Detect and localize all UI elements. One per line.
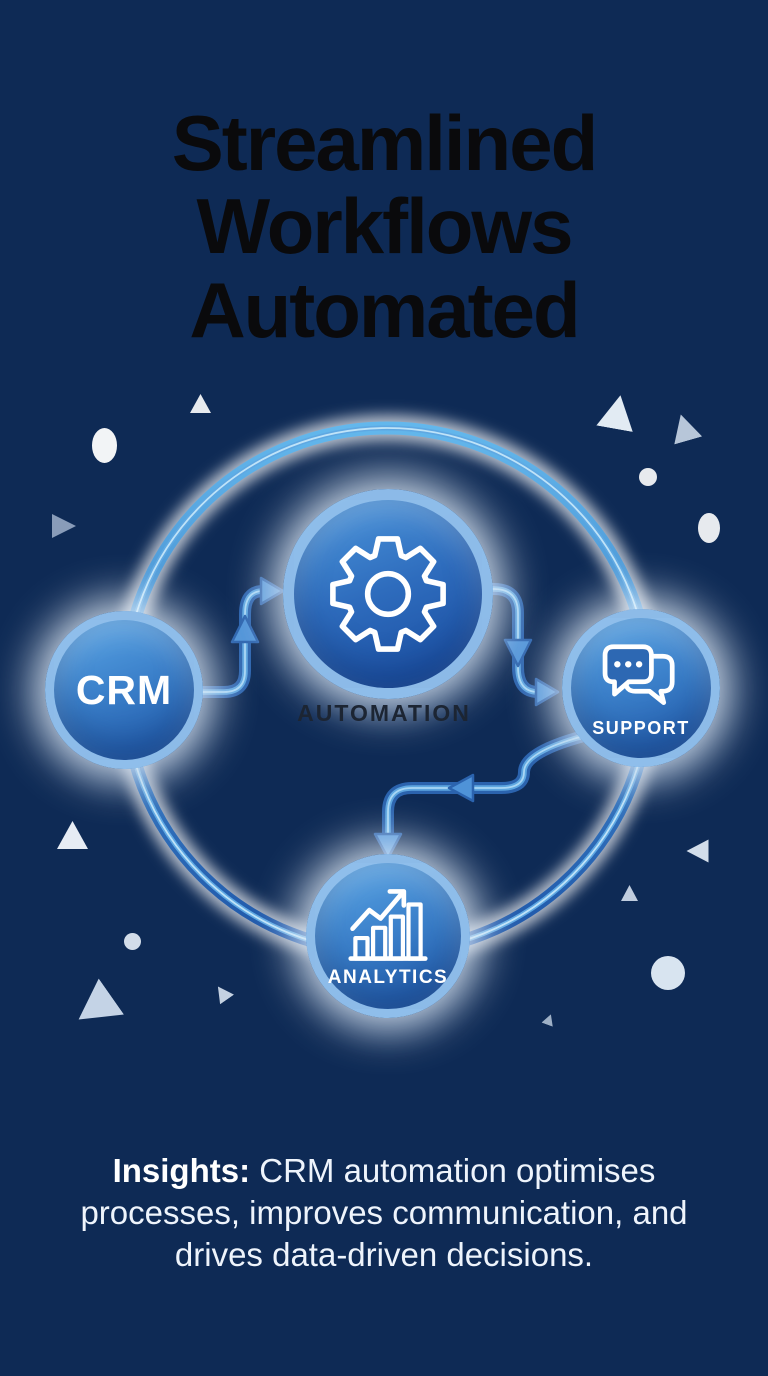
analytics-node-label: ANALYTICS	[327, 967, 449, 988]
arrow-crm-to-automation	[192, 576, 285, 698]
chat-bubbles-icon	[602, 644, 675, 705]
title-line: Automated	[189, 265, 580, 354]
arrowhead-right	[534, 677, 560, 707]
decorative-dot	[639, 468, 657, 486]
gear-icon	[330, 536, 446, 652]
arrowhead-left	[447, 773, 475, 803]
title-line: Workflows	[196, 182, 574, 271]
decorative-dot	[651, 956, 685, 990]
decorative-ellipse	[92, 428, 117, 463]
node-crm: CRM	[45, 611, 203, 769]
page-title: Streamlined Workflows Automated	[0, 99, 768, 354]
arrowhead-up	[230, 614, 260, 644]
insight-lead: Insights:	[112, 1152, 251, 1189]
arrow-support-to-analytics	[373, 725, 610, 860]
decorative-ellipse	[698, 513, 720, 543]
insight-body: CRM automation optimises processes, impr…	[80, 1152, 688, 1273]
arrowhead-down	[503, 638, 533, 668]
crm-node-label: CRM	[75, 666, 173, 713]
arrowhead-right	[259, 576, 285, 606]
insight-text: Insights: CRM automation optimises proce…	[44, 1150, 724, 1276]
support-node-label: SUPPORT	[592, 718, 690, 738]
arrowhead-down	[373, 832, 403, 860]
decorative-dot	[124, 933, 141, 950]
node-automation	[283, 489, 493, 699]
bar-chart-growth-icon	[348, 889, 428, 961]
title-line: Streamlined	[171, 99, 598, 187]
automation-node-label: AUTOMATION	[297, 700, 471, 726]
node-support: SUPPORT	[562, 609, 720, 767]
arrow-automation-to-support	[472, 583, 560, 707]
node-analytics: ANALYTICS	[306, 854, 470, 1018]
